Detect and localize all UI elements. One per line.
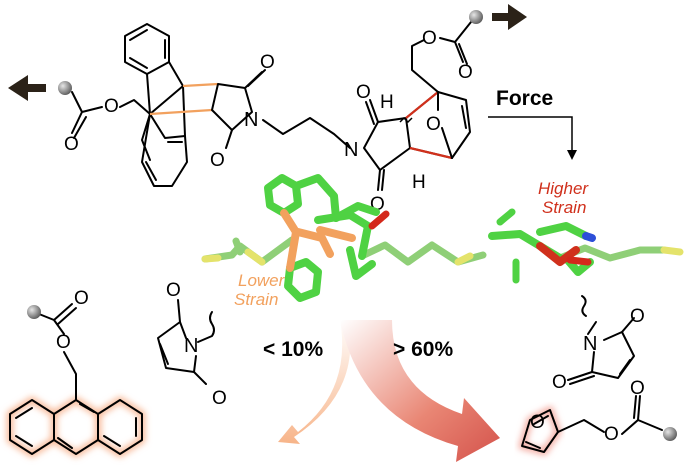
atom-h: H: [380, 92, 394, 113]
atom-o: O: [260, 52, 275, 73]
atom-o: O: [64, 134, 79, 155]
atom-o: O: [212, 388, 227, 409]
atom-n: N: [344, 139, 358, 161]
higher-strain-label-line2: Strain: [542, 198, 586, 217]
top-molecule: O O O O N N O O H H: [8, 4, 527, 215]
atom-o: O: [630, 378, 645, 399]
polymer-end-ball: [663, 427, 677, 441]
polymer-end-ball: [27, 305, 41, 319]
atom-o: O: [104, 96, 119, 117]
higher-strain-label-line1: Higher: [538, 179, 589, 198]
yield-low-label: < 10%: [263, 338, 323, 361]
atom-o: O: [166, 280, 181, 301]
lower-strain-label-line1: Lower: [238, 271, 286, 290]
atom-n: N: [184, 335, 198, 357]
atom-o: O: [458, 62, 473, 83]
polymer-end-ball-left: [58, 81, 72, 95]
anthracene-product: O O: [7, 288, 145, 458]
atom-o: O: [552, 372, 567, 393]
atom-n: N: [244, 109, 258, 131]
atom-o: O: [356, 82, 371, 103]
atom-n: N: [583, 333, 597, 355]
atom-o: O: [210, 150, 225, 171]
arrow-left-icon: [8, 75, 46, 101]
branching-arrows: [278, 320, 500, 462]
strain-labels: Lower Strain Higher Strain: [234, 179, 589, 309]
maleimide-right: N O O: [552, 295, 645, 393]
lower-strain-label-line2: Strain: [234, 290, 278, 309]
polymer-end-ball-right: [469, 10, 483, 24]
force-annotation: Force: [488, 87, 577, 160]
atom-o: O: [604, 424, 619, 445]
atom-h: H: [412, 172, 426, 193]
force-label: Force: [496, 87, 553, 110]
atom-o: O: [56, 332, 71, 353]
atom-o: O: [426, 114, 441, 135]
atom-o: O: [530, 412, 545, 433]
atom-o: O: [422, 28, 437, 49]
furan-product: O O O: [518, 378, 677, 456]
stick-model: [201, 174, 684, 302]
yield-high-label: > 60%: [393, 338, 453, 361]
atom-o: O: [630, 306, 645, 327]
atom-o: O: [74, 288, 89, 309]
maleimide-left: O O N: [157, 280, 227, 409]
arrow-right-icon: [492, 4, 527, 30]
